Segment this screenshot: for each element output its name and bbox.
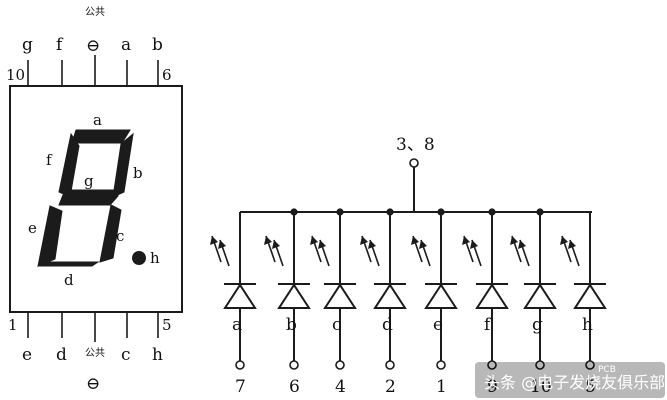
- top-pin-label-a: a: [121, 35, 131, 55]
- pin-terminal-h: [585, 360, 595, 370]
- light-arrow-head-b-0: [264, 236, 272, 245]
- top-common-label: 公共: [85, 6, 105, 18]
- led-array: a 7 b 6 c 4 d 2 e 1 f 9 g 10 h 5: [210, 208, 607, 397]
- top-pin-number-6: 6: [162, 66, 172, 84]
- light-arrow-head-e-0: [411, 236, 419, 245]
- segment-label-g: g: [84, 172, 94, 190]
- led-pin-number-f: 9: [487, 377, 498, 397]
- led-diode-g: [523, 283, 557, 309]
- led-diode-c: [323, 283, 357, 309]
- bottom-pin-number-5: 5: [162, 316, 172, 334]
- segment-label-b: b: [133, 164, 143, 182]
- pin-terminal-a: [235, 360, 245, 370]
- bottom-pin-label-c: c: [121, 345, 131, 365]
- segment-label-h: h: [150, 249, 160, 267]
- segment-label-a: a: [93, 111, 102, 129]
- led-segment-label-d: d: [382, 315, 393, 335]
- top-pin-number-10: 10: [6, 66, 25, 84]
- pin-terminal-e: [436, 360, 446, 370]
- light-arrow-head-g-1: [518, 240, 526, 249]
- light-arrow-head-a-1: [218, 240, 226, 249]
- led-segment-label-e: e: [433, 315, 443, 335]
- light-arrow-head-c-1: [318, 240, 326, 249]
- pin-terminal-c: [335, 360, 345, 370]
- light-arrow-head-a-0: [210, 236, 218, 245]
- common-terminal-label: 3、8: [396, 135, 435, 155]
- segment-label-c: c: [116, 227, 124, 245]
- led-pin-number-a: 7: [235, 377, 246, 397]
- watermark-small-text: PCB: [598, 365, 616, 375]
- led-segment-label-h: h: [582, 315, 593, 335]
- segment-g: [58, 189, 119, 206]
- led-diode-d: [373, 283, 407, 309]
- light-arrow-head-g-0: [510, 236, 518, 245]
- light-arrow-head-h-0: [560, 236, 568, 245]
- light-arrow-head-b-1: [272, 240, 280, 249]
- top-common-symbol: ⊖: [86, 36, 100, 56]
- led-pin-number-b: 6: [289, 377, 300, 397]
- led-diode-e: [424, 283, 458, 309]
- led-diode-a: [223, 283, 257, 309]
- top-pin-label-b: b: [152, 35, 163, 55]
- led-segment-label-b: b: [286, 315, 297, 335]
- led-pin-number-e: 1: [436, 377, 447, 397]
- segment-label-e: e: [28, 219, 37, 237]
- pin-terminal-b: [289, 360, 299, 370]
- led-pin-number-g: 10: [530, 377, 552, 397]
- light-arrow-head-f-0: [462, 236, 470, 245]
- pin-terminal-d: [385, 360, 395, 370]
- segment-label-d: d: [64, 271, 74, 289]
- segment-c: [99, 204, 122, 263]
- led-diode-f: [475, 283, 509, 309]
- led-diode-b: [277, 283, 311, 309]
- led-segment-label-f: f: [484, 315, 492, 335]
- bottom-pin-number-1: 1: [8, 316, 18, 334]
- led-pin-number-d: 2: [385, 377, 396, 397]
- light-arrow-head-d-1: [368, 240, 376, 249]
- light-arrow-head-h-1: [568, 240, 576, 249]
- led-pin-number-h: 5: [585, 377, 596, 397]
- light-arrow-head-f-1: [470, 240, 478, 249]
- segment-a: [71, 129, 131, 144]
- segment-h-dot: [132, 251, 146, 265]
- light-arrow-head-d-0: [360, 236, 368, 245]
- light-arrow-head-e-1: [419, 240, 427, 249]
- watermark-backdrop: [475, 362, 665, 398]
- top-pin-label-f: f: [56, 35, 64, 55]
- pin-terminal-f: [487, 360, 497, 370]
- led-pin-number-c: 4: [335, 377, 346, 397]
- led-diode-h: [573, 283, 607, 309]
- bottom-pin-label-e: e: [22, 345, 32, 365]
- package-outline: [9, 85, 183, 313]
- bottom-pin-label-d: d: [56, 345, 67, 365]
- watermark-text: 头条 @电子发烧友俱乐部: [484, 373, 665, 392]
- led-segment-label-c: c: [332, 315, 342, 335]
- segment-label-f: f: [46, 151, 53, 169]
- watermark: PCB 头条 @电子发烧友俱乐部: [475, 362, 665, 398]
- display-package: g f 公共 ⊖ a b 10 6 a b c d e f g h 1 5 e …: [6, 6, 183, 394]
- led-circuit: 3、8 a 7 b 6 c 4 d 2 e 1 f 9 g 10 h 5: [210, 135, 607, 397]
- bottom-common-symbol: ⊖: [86, 374, 100, 394]
- led-segment-label-g: g: [532, 315, 543, 335]
- top-pin-label-g: g: [22, 35, 33, 55]
- bottom-common-label: 公共: [85, 347, 105, 359]
- segment-f: [58, 132, 80, 198]
- light-arrow-head-c-0: [310, 236, 318, 245]
- led-segment-label-a: a: [232, 315, 242, 335]
- common-terminal: [409, 158, 419, 168]
- bottom-pin-label-h: h: [152, 345, 163, 365]
- pin-terminal-g: [535, 360, 545, 370]
- segment-e: [37, 205, 63, 267]
